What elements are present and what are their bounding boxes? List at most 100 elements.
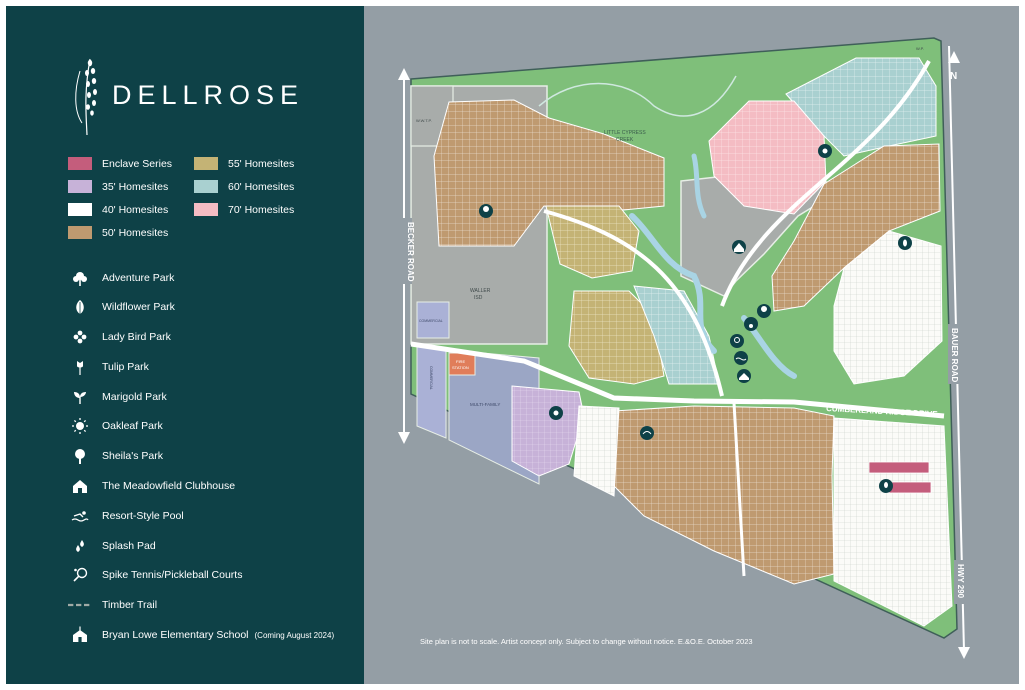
creek-label: LITTLE CYPRESS [604, 130, 646, 136]
homesite-legend-item: 40' Homesites [68, 202, 194, 217]
amenity-legend-label: Oakleaf Park [102, 420, 163, 433]
homesites-40-east [833, 230, 943, 385]
homesite-legend-label: 50' Homesites [102, 226, 169, 239]
hwy-label-bg [954, 560, 968, 604]
amenity-legend-label: Adventure Park [102, 271, 175, 284]
north-label: N [950, 71, 957, 82]
dashed-trail-icon [68, 596, 92, 615]
amenity-legend-label: Resort-Style Pool [102, 509, 184, 522]
tree-icon [68, 268, 92, 287]
homesites-55-south [568, 290, 665, 385]
color-swatch [68, 203, 92, 216]
wildflower-park-marker[interactable] [898, 236, 912, 250]
adventure-park-marker[interactable] [479, 204, 493, 218]
multifamily-label: MULTI-FAMILY [470, 402, 500, 407]
tulip-park-marker[interactable] [879, 479, 893, 493]
amenity-legend-item: Lady Bird Park [68, 328, 358, 347]
homesite-legend-item: 35' Homesites [68, 179, 194, 194]
homesite-legend-item: 70' Homesites [194, 202, 344, 217]
amenity-legend-item: Adventure Park [68, 268, 358, 287]
homesite-legend-label: 40' Homesites [102, 203, 169, 216]
site-plan-map: BECKER ROAD BAUER ROAD HWY 290 N CUMBERL… [364, 6, 1019, 684]
becker-road-arrow-down-icon [398, 432, 410, 444]
bauer-road-label-bg [948, 324, 962, 384]
tulip-icon [68, 357, 92, 376]
commercial-left-label: COMMERCIAL [429, 366, 433, 390]
site-plan-frame: DELLROSE Enclave Series 55' Homesites 35' … [6, 6, 1019, 684]
enclave-series-lots [868, 461, 930, 474]
hwy-290-label: HWY 290 [956, 564, 965, 599]
clubhouse-marker[interactable] [732, 240, 746, 254]
waller-label: WALLER [470, 288, 491, 294]
school-icon [68, 626, 92, 645]
sprout-icon [68, 387, 92, 406]
station-label: STATION [452, 365, 469, 370]
droplets-icon [68, 536, 92, 555]
amenity-legend-item: Resort-Style Pool [68, 506, 358, 525]
pond-north [691, 153, 707, 219]
north-arrow-icon [948, 51, 960, 63]
amenity-legend-label: Sheila's Park [102, 450, 163, 463]
amenity-legend-label: Spike Tennis/Pickleball Courts [102, 569, 243, 582]
splash-pad-marker[interactable] [744, 317, 758, 331]
amenity-legend-item: Tulip Park [68, 357, 358, 376]
homesites-55-central [545, 205, 640, 279]
amenity-legend-item: Splash Pad [68, 536, 358, 555]
becker-road-arrow-up-icon [398, 68, 410, 80]
internal-road-north [720, 60, 931, 307]
leaf-icon [68, 298, 92, 317]
wwtp-label: W.W.T.P. [416, 118, 432, 123]
fire-station-label: FIRE [456, 359, 465, 364]
amenity-legend-item: The Meadowfield Clubhouse [68, 477, 358, 496]
bauer-road-label: BAUER ROAD [950, 328, 959, 382]
oakleaf-park-marker[interactable] [549, 406, 563, 420]
legend-sidebar: DELLROSE Enclave Series 55' Homesites 35' … [6, 6, 364, 684]
marigold-park-marker[interactable] [640, 426, 654, 440]
homesites-70 [708, 100, 827, 215]
amenity-legend-item: Marigold Park [68, 387, 358, 406]
amenity-legend-label: Marigold Park [102, 390, 167, 403]
becker-road-label: BECKER ROAD [406, 222, 415, 282]
sheilas-park-marker[interactable] [757, 304, 771, 318]
courts-marker[interactable] [730, 334, 744, 348]
isd-label: ISD [474, 295, 483, 301]
amenity-legend-note: (Coming August 2024) [254, 630, 335, 640]
house-icon [68, 477, 92, 496]
cumberland-ridge-road [410, 341, 945, 419]
bauer-road-arrow-down-icon [958, 647, 970, 659]
homesites-35 [511, 385, 585, 477]
swimmer-icon [68, 506, 92, 525]
amenity-legend-item: Oakleaf Park [68, 417, 358, 436]
botanical-logo-icon [75, 58, 97, 136]
color-swatch [194, 203, 218, 216]
amenity-legend-label: Tulip Park [102, 360, 149, 373]
school-marker[interactable] [737, 369, 751, 383]
homesite-legend-item: 50' Homesites [68, 225, 194, 240]
site-plan-svg: BECKER ROAD BAUER ROAD HWY 290 N CUMBERL… [396, 37, 970, 659]
homesite-legend-label: 70' Homesites [228, 203, 295, 216]
amenity-legend-item: Bryan Lowe Elementary School (Coming Augu… [68, 626, 358, 645]
amenity-legend-label: Bryan Lowe Elementary School [102, 629, 249, 642]
homesite-legend-label: 60' Homesites [228, 180, 295, 193]
lady-bird-park-marker[interactable] [818, 144, 832, 158]
pool-marker[interactable] [734, 351, 748, 365]
homesite-legend-label: 55' Homesites [228, 157, 295, 170]
amenity-legend-item: Spike Tennis/Pickleball Courts [68, 566, 358, 585]
commercial-parcel [416, 301, 450, 339]
amenity-legend-label: Lady Bird Park [102, 331, 171, 344]
amenity-legend-item: Wildflower Park [68, 298, 358, 317]
amenity-legend-item: Timber Trail [68, 596, 358, 615]
brand: DELLROSE [70, 50, 330, 140]
racket-icon [68, 566, 92, 585]
fire-station [448, 352, 476, 376]
amenity-legend-label: The Meadowfield Clubhouse [102, 480, 236, 493]
homesite-legend-item: 60' Homesites [194, 179, 344, 194]
color-swatch [194, 157, 218, 170]
oak-tree-icon [68, 447, 92, 466]
creek-label-2: CREEK [616, 137, 634, 143]
amenity-legend-item: Sheila's Park [68, 447, 358, 466]
homesite-legend-label: Enclave Series [102, 157, 173, 170]
homesite-legend-item: 55' Homesites [194, 156, 344, 171]
creek [538, 75, 737, 117]
